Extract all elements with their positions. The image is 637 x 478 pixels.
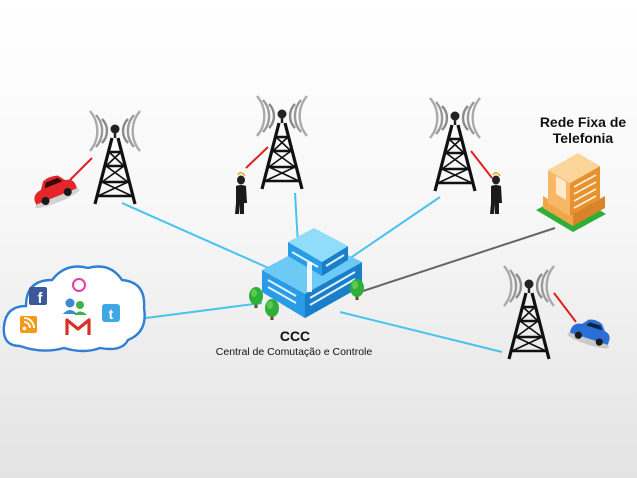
cell-tower-1 bbox=[88, 109, 142, 206]
twitter-icon: t bbox=[102, 304, 120, 322]
svg-text:f: f bbox=[38, 290, 44, 307]
ccc-subtitle: Central de Comutação e Controle bbox=[215, 346, 373, 358]
mobile-user-right bbox=[489, 171, 503, 215]
tree-icon bbox=[350, 279, 364, 300]
link-ccc-cloud bbox=[145, 302, 263, 319]
orkut-icon bbox=[72, 278, 86, 292]
internet-cloud-icon bbox=[2, 265, 146, 353]
cell-tower-3 bbox=[428, 96, 482, 193]
rss-icon bbox=[20, 316, 37, 333]
facebook-icon: f bbox=[29, 287, 47, 307]
radio-link-car-blue bbox=[553, 292, 577, 323]
radio-link-person-left bbox=[245, 146, 269, 169]
gmail-icon bbox=[65, 318, 91, 335]
car-red-icon bbox=[34, 175, 80, 209]
cell-tower-2 bbox=[255, 94, 309, 191]
car-blue-icon bbox=[567, 319, 610, 349]
mobile-user-left bbox=[234, 171, 248, 215]
cell-tower-4 bbox=[502, 264, 556, 361]
contacts-icon bbox=[63, 298, 87, 315]
switching-center-building-icon bbox=[262, 228, 362, 318]
radio-link-person-right bbox=[470, 150, 493, 179]
fixed-network-building-icon bbox=[536, 153, 606, 232]
tree-icon bbox=[265, 299, 279, 320]
link-ccc-fixed-network bbox=[359, 227, 556, 293]
fixed-network-label-line1: Rede Fixa de bbox=[539, 114, 627, 130]
radio-link-car-red bbox=[69, 157, 93, 181]
svg-text:t: t bbox=[109, 306, 114, 322]
fixed-network-label-line2: Telefonia bbox=[552, 130, 614, 146]
link-ccc-tower4 bbox=[339, 311, 503, 353]
ccc-title: CCC bbox=[279, 328, 311, 344]
